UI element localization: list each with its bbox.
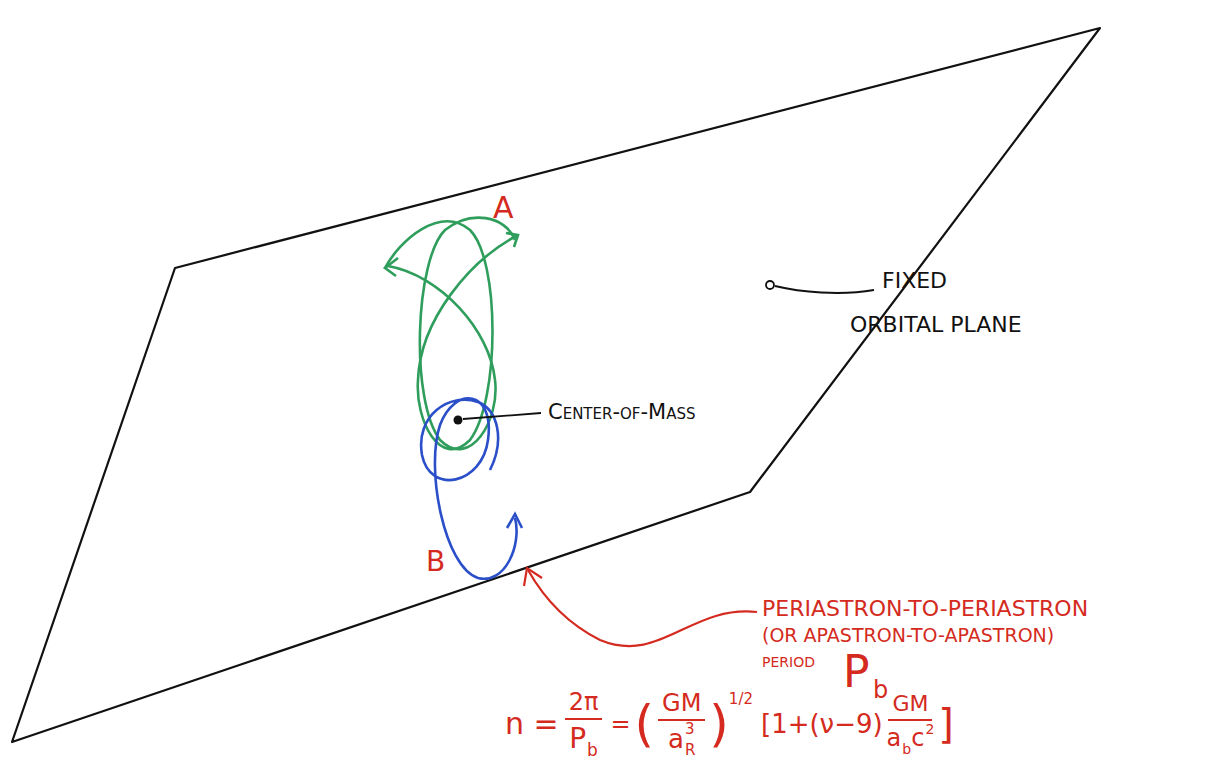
exponent: 1/2	[729, 692, 753, 707]
center-of-mass-dot	[454, 416, 463, 425]
body-label: A	[493, 193, 514, 223]
scripted-term: ab	[887, 726, 912, 750]
numerator: GM	[888, 693, 932, 721]
scripted-term: c2	[911, 726, 934, 750]
orbital-plane	[12, 28, 1100, 742]
formula-bracket-term: [1+(ν−9)	[761, 711, 883, 737]
formula-term: 2π	[569, 690, 599, 714]
parenthesis: )	[709, 699, 729, 749]
numerator: GM	[658, 691, 705, 721]
orbit-a	[385, 221, 518, 449]
leader-line	[775, 286, 874, 293]
denominator: abc2	[887, 721, 935, 754]
formula-term: a	[887, 726, 902, 750]
center-label: Center-of-Mass	[548, 402, 695, 423]
callout-arrow	[528, 570, 757, 646]
scripted-term: a3R	[668, 726, 695, 752]
bracket: ]	[938, 704, 954, 744]
formula-term: GM	[892, 693, 928, 715]
text-line: PERIOD	[762, 655, 1088, 669]
orbit-a	[388, 218, 515, 449]
script-column: b	[902, 726, 911, 750]
formula-lhs: n =	[505, 709, 559, 739]
subscript: b	[587, 742, 598, 759]
period-formula: n =2πPb=(GMa3R)1/2[1+(ν−9)GMabc2]	[505, 690, 954, 757]
orbit-arrowhead	[507, 514, 522, 528]
fraction: GMa3R	[658, 691, 705, 756]
callout-arrowhead	[524, 568, 542, 586]
subscript: b	[902, 742, 911, 756]
period-subscript: b	[873, 678, 888, 702]
superscript: 2	[925, 722, 934, 736]
denominator: Pb	[569, 720, 598, 757]
formula-term: a	[668, 726, 684, 752]
numerator: 2π	[565, 690, 603, 720]
formula-term: c	[911, 726, 924, 750]
parenthesis: (	[635, 699, 655, 749]
orbit-b	[421, 398, 516, 578]
denominator: a3R	[668, 721, 695, 756]
formula-term: GM	[662, 691, 701, 715]
orbit-arrowhead	[385, 258, 398, 276]
text-line: ORBITAL PLANE	[850, 314, 1022, 336]
superscript: 3	[685, 722, 695, 737]
scripted-term: Pb	[569, 725, 598, 753]
leader-line	[463, 413, 541, 419]
script-column: b	[587, 725, 598, 753]
subscript: R	[685, 743, 695, 758]
fraction: 2πPb	[565, 690, 603, 757]
orbit-arrowhead	[506, 233, 518, 247]
formula-term: =	[610, 712, 630, 736]
leader-circle	[766, 281, 774, 289]
period-symbol: P	[843, 650, 870, 694]
period-note: PERIASTRON-TO-PERIASTRON (OR APASTRON-TO…	[762, 598, 1088, 669]
script-column: 2	[925, 726, 934, 750]
body-label: B	[426, 548, 445, 576]
fraction: GM abc2	[887, 693, 935, 754]
plane-label: FIXED ORBITAL PLANE	[850, 270, 1022, 336]
text-line: FIXED	[882, 270, 1022, 292]
text-line: PERIASTRON-TO-PERIASTRON	[762, 598, 1088, 620]
formula-term: P	[569, 725, 586, 753]
text-line: (OR APASTRON-TO-APASTRON)	[762, 626, 1088, 645]
script-column: 3R	[685, 726, 695, 752]
